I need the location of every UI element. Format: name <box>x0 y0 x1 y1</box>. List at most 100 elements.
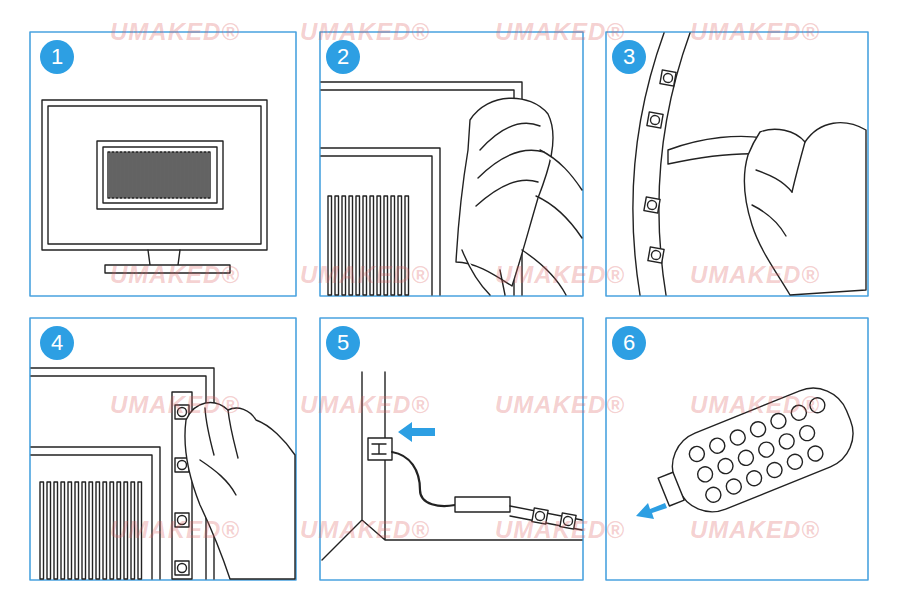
watermark: UMAKED® <box>690 261 820 289</box>
vent-slot <box>68 482 72 579</box>
watermark: UMAKED® <box>495 261 625 289</box>
wall-and-usb <box>392 452 455 506</box>
step-number: 5 <box>337 332 349 354</box>
step-number: 4 <box>51 332 63 354</box>
vent-slot <box>148 152 150 198</box>
watermark: UMAKED® <box>110 516 240 544</box>
remote-button <box>744 468 764 488</box>
vent-slot <box>112 152 114 198</box>
led-chip <box>647 200 657 210</box>
tv-front <box>48 106 261 244</box>
led-strip-curve <box>644 70 676 263</box>
watermark: UMAKED® <box>300 261 430 289</box>
hand-pressing <box>185 403 295 579</box>
vent-slot <box>192 152 194 198</box>
watermark: UMAKED® <box>495 391 625 419</box>
led-chip <box>647 112 663 128</box>
vent-slot <box>128 152 130 198</box>
step-number: 6 <box>623 332 635 354</box>
vent-slot <box>47 482 51 579</box>
vent-slot <box>164 152 166 198</box>
led-chip <box>650 115 660 125</box>
led-chip <box>644 197 660 213</box>
vent-slot <box>180 152 182 198</box>
remote-button <box>748 419 768 439</box>
led-chip <box>648 247 664 263</box>
vent-slot <box>120 152 122 198</box>
vent-slot <box>108 152 110 198</box>
hand-with-cloth <box>456 98 553 286</box>
panel-frame <box>30 318 296 580</box>
step-circle: 5 <box>326 326 360 360</box>
watermark: UMAKED® <box>690 18 820 46</box>
remote-button <box>797 423 817 443</box>
tv-front <box>97 141 223 209</box>
vent-slot <box>184 152 186 198</box>
step-circle: 6 <box>612 326 646 360</box>
vent-slot <box>89 482 93 579</box>
vent-slot <box>40 482 44 579</box>
hand-with-cloth <box>476 180 538 206</box>
vent-slot <box>196 152 198 198</box>
panel-frame <box>30 32 296 296</box>
blue-arrow <box>398 422 435 442</box>
remote-button <box>736 448 756 468</box>
hand-peeling <box>752 170 792 236</box>
watermark: UMAKED® <box>495 18 625 46</box>
remote-button <box>708 436 728 456</box>
remote-control <box>662 377 864 522</box>
tv-back <box>31 447 160 579</box>
led-chip <box>648 247 664 263</box>
remote-button <box>785 452 805 472</box>
remote-button <box>695 465 715 485</box>
blue-arrow <box>636 503 667 519</box>
panel-frame <box>606 318 868 580</box>
hand-with-cloth <box>478 150 544 178</box>
vent-slot <box>172 152 174 198</box>
wall-and-usb <box>368 438 392 460</box>
watermark: UMAKED® <box>110 261 240 289</box>
vent-slot <box>156 152 158 198</box>
led-chip <box>663 73 673 83</box>
watermark: UMAKED® <box>300 18 430 46</box>
tv-front <box>42 100 267 273</box>
vent-slot <box>54 482 58 579</box>
step-number: 1 <box>51 46 63 68</box>
illustration <box>30 32 868 580</box>
watermark: UMAKED® <box>690 516 820 544</box>
led-chip <box>660 70 676 86</box>
led-chip <box>647 112 663 128</box>
watermark: UMAKED® <box>300 516 430 544</box>
remote-button <box>757 440 777 460</box>
hand-peeling <box>668 123 866 295</box>
step-circle: 1 <box>40 40 74 74</box>
watermark: UMAKED® <box>110 391 240 419</box>
watermark: UMAKED® <box>495 516 625 544</box>
remote-control <box>658 472 684 506</box>
wall-and-usb <box>372 444 386 454</box>
remote-button <box>777 432 797 452</box>
remote-button <box>724 477 744 497</box>
blue-arrow <box>398 422 667 519</box>
remote-button <box>716 456 736 476</box>
remote-button <box>806 444 826 464</box>
vent-slot <box>132 152 134 198</box>
led-chip <box>644 197 660 213</box>
vent-slot <box>116 152 118 198</box>
vent-slot <box>61 482 65 579</box>
hand-with-cloth <box>480 123 540 150</box>
step-circle: 2 <box>326 40 360 74</box>
led-strip-curve <box>633 33 664 295</box>
watermark: UMAKED® <box>690 391 820 419</box>
led-chip <box>175 561 189 575</box>
step-circle: 4 <box>40 326 74 360</box>
watermark: UMAKED® <box>300 391 430 419</box>
step-circle: 3 <box>612 40 646 74</box>
step-number: 2 <box>337 46 349 68</box>
led-strip-curve <box>633 33 690 295</box>
panel-frame <box>320 32 583 296</box>
led-chip <box>178 461 187 470</box>
